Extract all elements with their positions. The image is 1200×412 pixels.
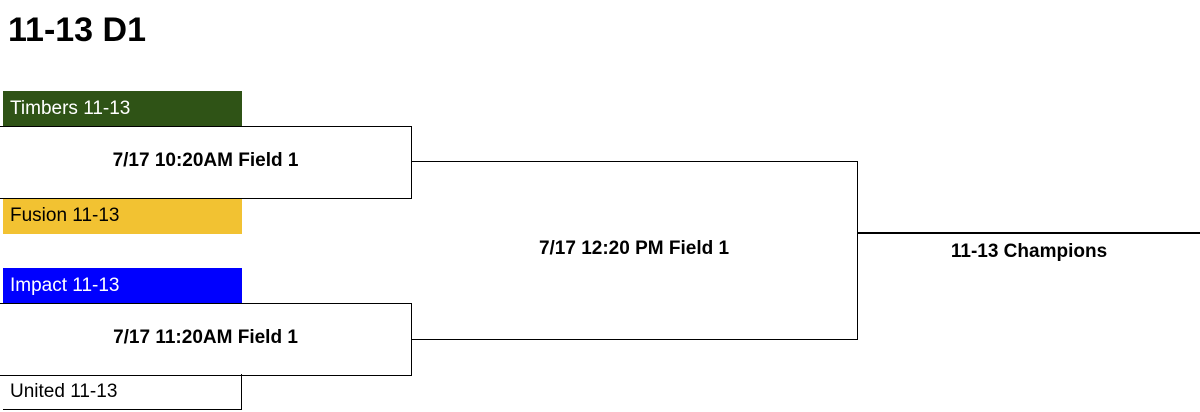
team-timbers: Timbers 11-13 (3, 91, 242, 127)
champion-label: 11-13 Champions (950, 241, 1108, 262)
bracket-title: 11-13 D1 (8, 11, 146, 49)
semifinal-2-label: 7/17 11:20AM Field 1 (113, 327, 298, 348)
semifinal-1-box (0, 126, 412, 199)
final-label: 7/17 12:20 PM Field 1 (538, 238, 730, 259)
team-united: United 11-13 (3, 374, 242, 410)
team-fusion: Fusion 11-13 (3, 198, 242, 234)
champion-line (858, 232, 1200, 234)
team-impact: Impact 11-13 (3, 268, 242, 304)
final-bracket-box (411, 161, 858, 340)
semifinal-1-label: 7/17 10:20AM Field 1 (112, 150, 299, 171)
